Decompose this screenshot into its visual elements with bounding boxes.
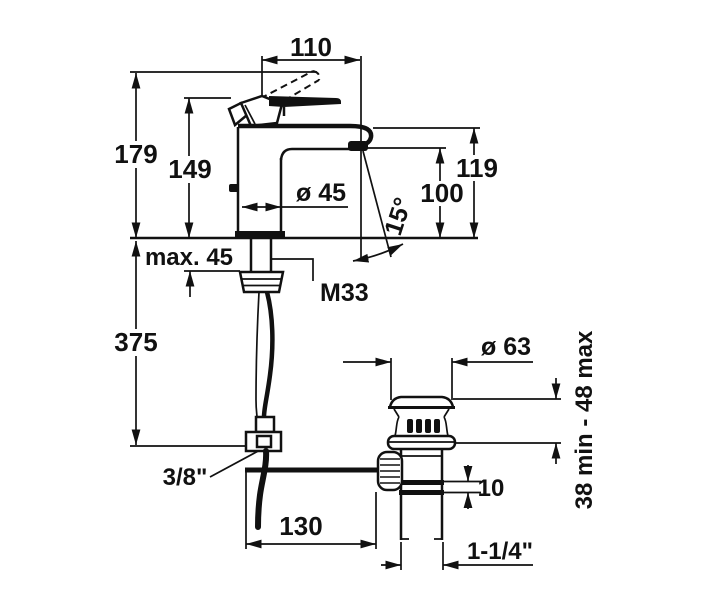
label-spout-top-height: 119 (456, 153, 498, 183)
label-spout-reach: 110 (290, 32, 332, 62)
faucet-body (227, 70, 374, 239)
body-side-marker (229, 184, 239, 192)
pop-up-waste (376, 395, 457, 540)
label-mounting-thread: M33 (320, 279, 369, 307)
label-height-open: 179 (114, 139, 157, 169)
waste-flange-cap (388, 395, 455, 408)
label-body-diameter: ø 45 (296, 179, 346, 207)
label-spray-angle: 15° (379, 194, 417, 239)
label-hose-length: 375 (114, 327, 157, 357)
label-rod-offset: 130 (279, 511, 322, 541)
aerator-outlet (348, 141, 368, 151)
label-basin-thickness-range: 38 min - 48 max (571, 330, 598, 509)
label-waste-band-offset: 10 (478, 475, 505, 502)
spout-underside (279, 147, 350, 161)
label-deck-thickness: max. 45 (145, 244, 233, 271)
hose-fitting (254, 415, 276, 434)
supply-hose (255, 291, 260, 418)
label-outlet-height: 100 (420, 178, 463, 208)
label-waste-pipe-thread: 1-1/4" (467, 538, 533, 565)
body-base (235, 231, 285, 239)
mounting-nut (238, 270, 285, 294)
tailpipe-joint-bands (399, 480, 444, 495)
hose-end (255, 448, 270, 530)
overflow-slot (407, 419, 413, 433)
under-deck-assembly (238, 239, 378, 530)
label-height-closed: 149 (168, 154, 211, 184)
dimension-labels: 110 179 149 119 100 ø 45 15° max. 45 M33… (114, 32, 598, 565)
label-backgrounds (113, 141, 497, 356)
lever-handle (269, 96, 341, 107)
label-waste-diameter: ø 63 (481, 333, 531, 361)
extension-lines (130, 56, 561, 570)
waste-neck (394, 416, 449, 437)
dimension-lines (131, 55, 561, 570)
label-supply-connection: 3/8" (163, 464, 208, 491)
